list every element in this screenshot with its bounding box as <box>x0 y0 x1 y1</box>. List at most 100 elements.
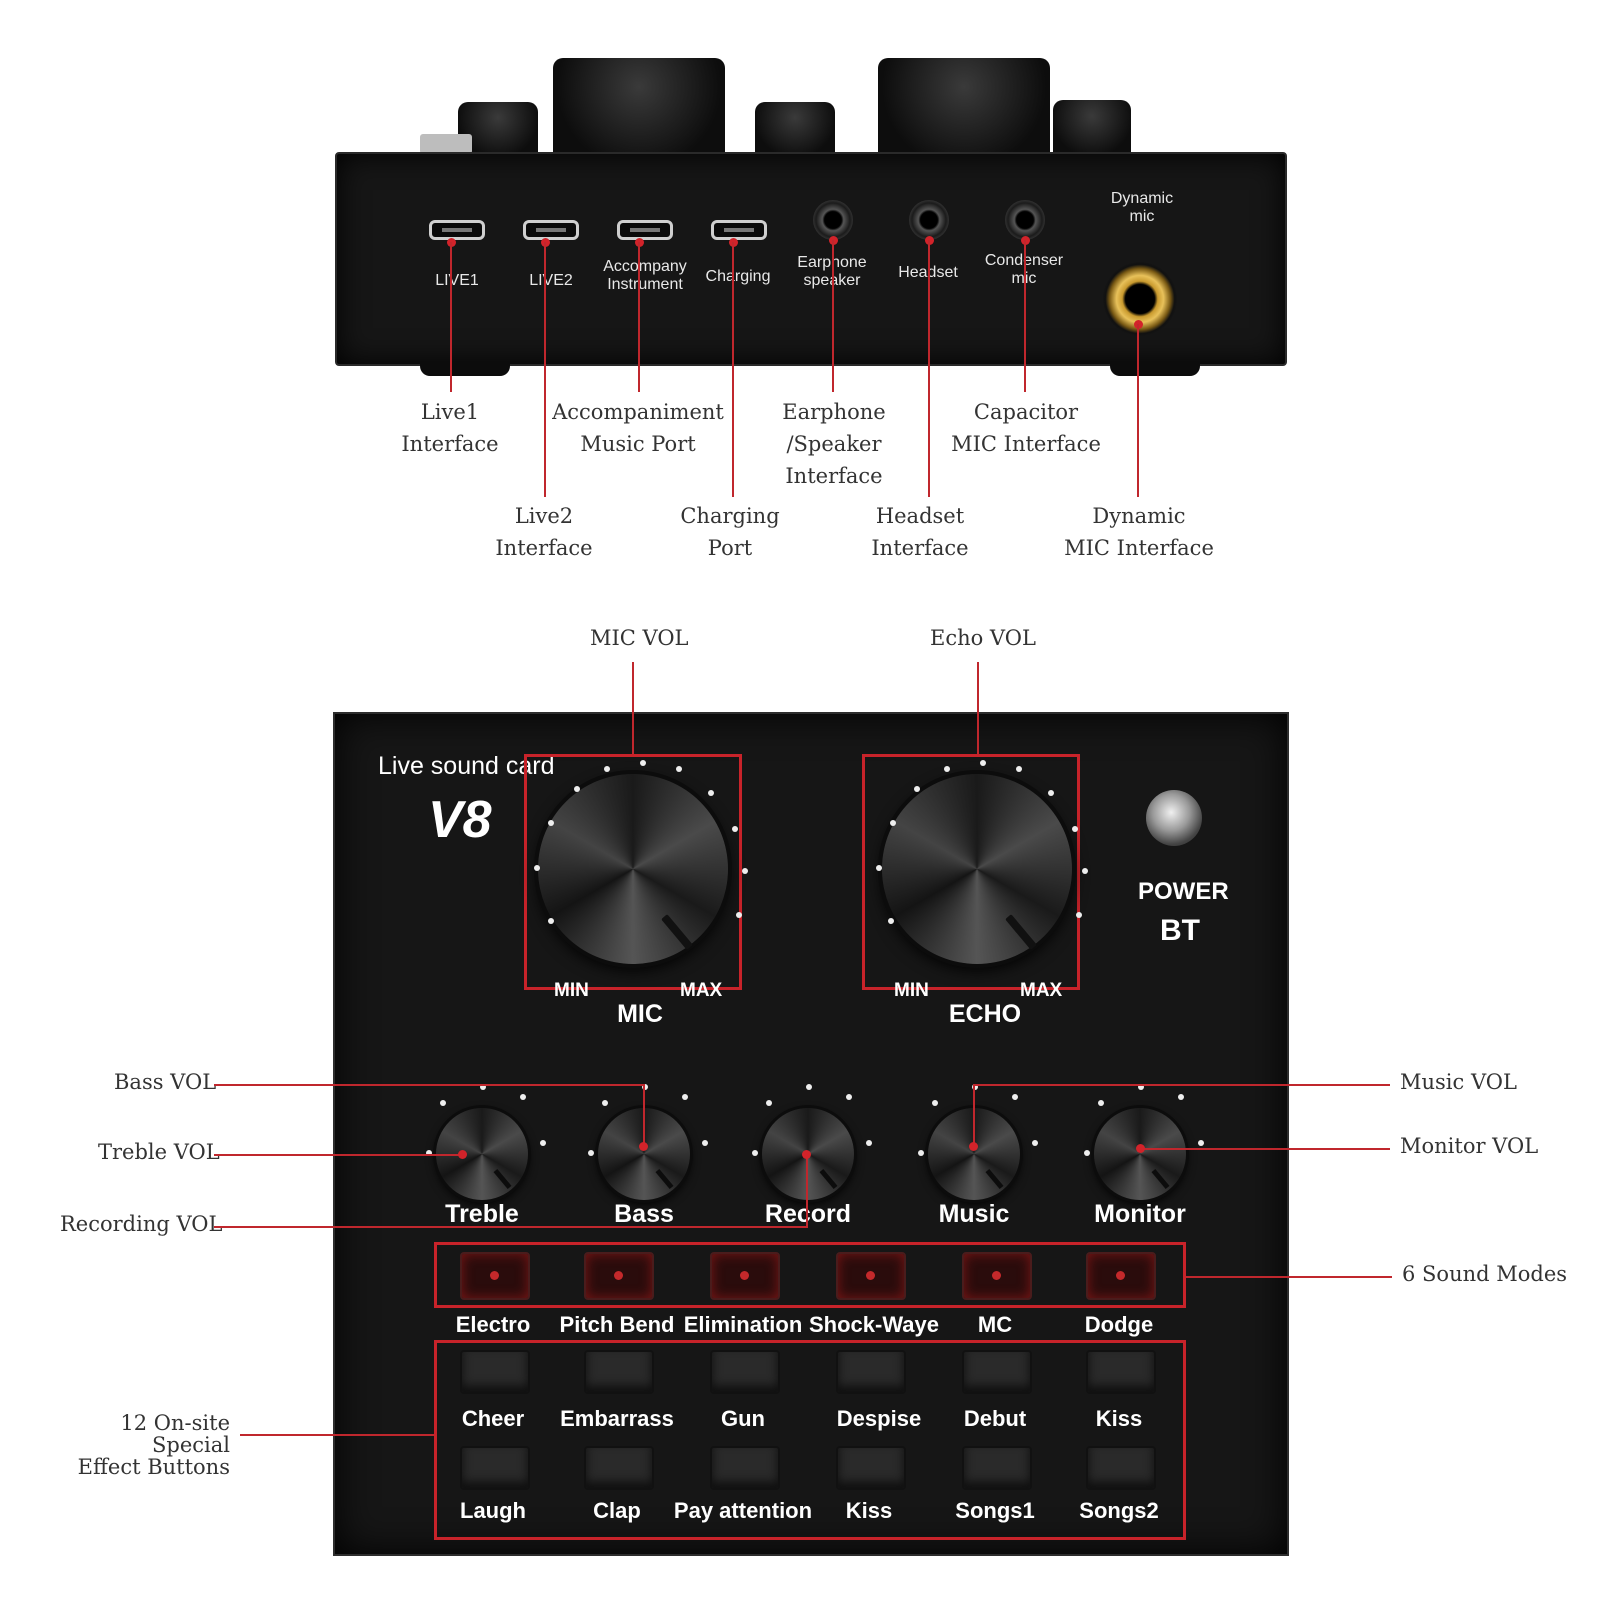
accompany-port <box>617 220 673 240</box>
monitor-scale-dot <box>1178 1094 1184 1100</box>
line-live2 <box>544 242 546 497</box>
line-condenser <box>1024 240 1026 392</box>
mic-scale-dot <box>736 912 742 918</box>
record-scale-dot <box>766 1100 772 1106</box>
bass-scale-dot <box>702 1140 708 1146</box>
monitor-knob[interactable] <box>1094 1108 1186 1200</box>
line-bass-vol-v <box>643 1084 645 1146</box>
line-music-vol-h <box>974 1084 1390 1086</box>
mic-scale-dot <box>708 790 714 796</box>
echo-scale-dot <box>1016 766 1022 772</box>
echo-knob-label: ECHO <box>948 1000 1022 1028</box>
annotation-mic-vol: MIC VOL <box>590 626 689 650</box>
mic-scale-dot <box>676 766 682 772</box>
line-effect-buttons <box>240 1434 434 1436</box>
monitor-scale-dot <box>1098 1100 1104 1106</box>
annotation-monitor-vol: Monitor VOL <box>1400 1134 1539 1158</box>
annotation-effect-buttons: 12 On-site Special Effect Buttons <box>77 1411 230 1479</box>
mode-button-electro[interactable] <box>460 1252 530 1300</box>
dot-music-vol <box>969 1142 978 1151</box>
back-panel-section: LIVE1 LIVE2 Accompany Instrument Chargin… <box>0 0 1600 560</box>
music-scale-dot <box>1032 1140 1038 1146</box>
mic-scale-dot <box>548 820 554 826</box>
annotation-treble-vol: Treble VOL <box>98 1140 220 1164</box>
line-bass-vol-h <box>214 1084 644 1086</box>
line-charging <box>732 242 734 497</box>
mic-scale-dot <box>742 868 748 874</box>
mode-label-electro: Electro <box>455 1312 531 1337</box>
mode-button-dodge[interactable] <box>1086 1252 1156 1300</box>
port-label-live2: LIVE2 <box>529 272 573 289</box>
top-knob-large-1 <box>553 58 725 154</box>
callout-charging: Charging Port <box>680 504 780 560</box>
back-panel-body: LIVE1 LIVE2 Accompany Instrument Chargin… <box>335 152 1287 366</box>
record-label: Record <box>758 1200 858 1229</box>
headset-jack <box>909 200 949 240</box>
echo-scale-dot <box>1076 912 1082 918</box>
dot-monitor-vol <box>1136 1144 1145 1153</box>
mode-button-pitch-bend[interactable] <box>584 1252 654 1300</box>
fx-label-clap: Clap <box>593 1498 641 1523</box>
foot-right <box>1110 362 1200 376</box>
bt-label: BT <box>1160 914 1200 947</box>
power-led-button[interactable] <box>1146 790 1202 846</box>
fx-label-embarrass: Embarrass <box>560 1406 674 1431</box>
mode-button-mc[interactable] <box>962 1252 1032 1300</box>
annotation-recording-vol: Recording VOL <box>60 1212 223 1236</box>
line-accompany <box>638 242 640 392</box>
mode-label-mc: MC <box>977 1312 1013 1337</box>
fx-button-songs1[interactable] <box>962 1446 1032 1490</box>
dot-bass-vol <box>639 1142 648 1151</box>
line-earphone <box>832 240 834 392</box>
treble-label: Treble <box>445 1200 519 1228</box>
fx-button-kiss-1[interactable] <box>1086 1350 1156 1394</box>
fx-button-kiss-2[interactable] <box>836 1446 906 1490</box>
annotation-sound-modes: 6 Sound Modes <box>1402 1262 1568 1286</box>
fx-label-kiss-1: Kiss <box>1095 1406 1143 1431</box>
mic-knob-highlight <box>524 754 742 990</box>
monitor-label: Monitor <box>1094 1200 1186 1228</box>
mode-button-shock-wave[interactable] <box>836 1252 906 1300</box>
treble-scale-dot <box>426 1150 432 1156</box>
line-recording-vol-v <box>806 1154 808 1228</box>
fx-label-despise: Despise <box>836 1406 922 1431</box>
fx-button-gun[interactable] <box>710 1350 780 1394</box>
fx-label-songs2: Songs2 <box>1079 1498 1159 1523</box>
fx-button-embarrass[interactable] <box>584 1350 654 1394</box>
port-label-earphone: Earphone speaker <box>777 254 887 290</box>
bass-scale-dot <box>588 1150 594 1156</box>
treble-scale-dot <box>480 1084 486 1090</box>
mode-label-dodge: Dodge <box>1084 1312 1154 1337</box>
fx-button-laugh[interactable] <box>460 1446 530 1490</box>
bass-scale-dot <box>682 1094 688 1100</box>
callout-earphone: Earphone /Speaker Interface <box>782 400 886 488</box>
sound-modes-highlight <box>434 1242 1186 1308</box>
callout-accompaniment: Accompaniment Music Port <box>552 400 724 456</box>
echo-knob-highlight <box>862 754 1080 990</box>
treble-scale-dot <box>540 1140 546 1146</box>
top-knob-small-2 <box>755 102 835 154</box>
earphone-jack <box>813 200 853 240</box>
fx-button-debut[interactable] <box>962 1350 1032 1394</box>
fx-button-songs2[interactable] <box>1086 1446 1156 1490</box>
fx-button-clap[interactable] <box>584 1446 654 1490</box>
port-label-charging: Charging <box>705 268 771 285</box>
music-label: Music <box>938 1200 1010 1228</box>
echo-scale-dot <box>1072 826 1078 832</box>
mic-scale-dot <box>534 865 540 871</box>
monitor-scale-dot <box>1198 1140 1204 1146</box>
echo-scale-dot <box>944 766 950 772</box>
line-headset <box>928 240 930 497</box>
mode-label-shock-wave: Shock-Waye <box>809 1312 940 1337</box>
fx-button-cheer[interactable] <box>460 1350 530 1394</box>
top-knob-large-2 <box>878 58 1050 154</box>
mic-knob[interactable] <box>538 774 728 964</box>
fx-button-despise[interactable] <box>836 1350 906 1394</box>
callout-capacitor: Capacitor MIC Interface <box>951 400 1101 456</box>
echo-knob[interactable] <box>882 774 1072 964</box>
mode-button-elimination[interactable] <box>710 1252 780 1300</box>
live1-port <box>429 220 485 240</box>
fx-button-pay-attention[interactable] <box>710 1446 780 1490</box>
mic-min-label: MIN <box>554 980 589 1001</box>
mode-label-elimination: Elimination <box>683 1312 803 1337</box>
